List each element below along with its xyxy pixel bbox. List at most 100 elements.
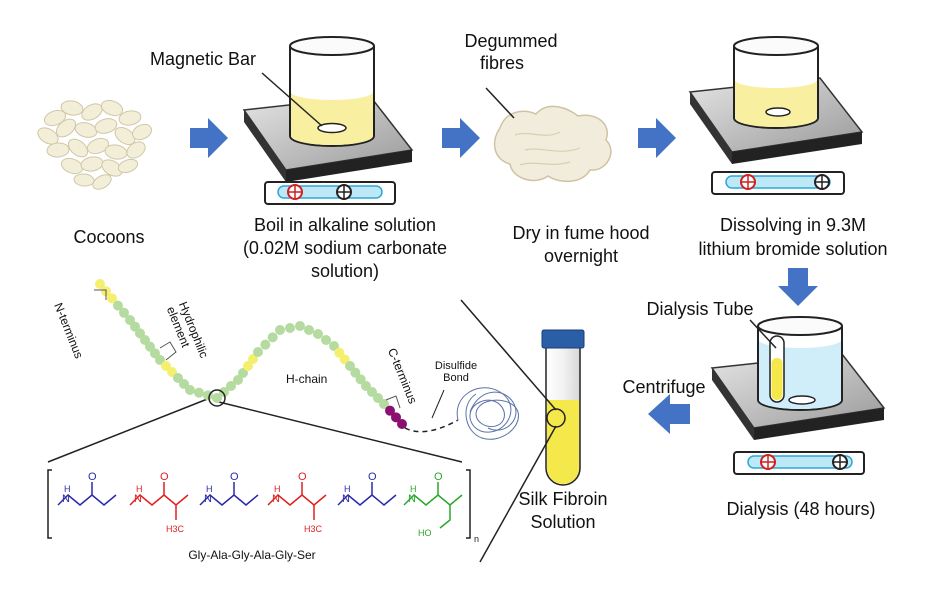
stirrer-3 [710, 316, 886, 475]
ala-residue-1-backbone [129, 493, 189, 506]
chain-bead [253, 347, 263, 357]
fibres-pointer [485, 87, 515, 119]
chain-bead [379, 399, 389, 409]
ala-residue-2-amide-n: N [272, 493, 280, 505]
disulfide-label-2: Bond [443, 372, 469, 384]
gly-residue-3-oxygen: O [368, 471, 377, 483]
chain-bead [233, 375, 243, 385]
chain-bead [295, 321, 305, 331]
ser-residue-amide-h: H [410, 484, 417, 494]
gly-residue-3-amide-n: N [342, 493, 350, 505]
ser-residue-backbone [403, 493, 463, 506]
silk-fibroin-label-2: Solution [530, 512, 596, 532]
ala-residue-1-amide-n: N [134, 493, 142, 505]
disulfide-pointer [431, 389, 445, 419]
chain-bead [329, 341, 339, 351]
ser-residue-side-chain [439, 505, 451, 529]
chain-bead [219, 387, 229, 397]
chain-bead [304, 325, 314, 335]
chain-bead [119, 307, 129, 318]
arrow-right-2 [442, 118, 480, 158]
gly-residue-2-oxygen: O [230, 471, 239, 483]
ser-residue-oxygen: O [434, 471, 443, 483]
dialysis-tube-pointer [749, 319, 777, 349]
chain-bead [267, 332, 278, 343]
dialysis-tube-label: Dialysis Tube [646, 299, 754, 319]
ala-residue-2-oxygen: O [298, 471, 307, 483]
h-chain-label: H-chain [286, 372, 328, 386]
chain-bead [185, 385, 195, 395]
ala-residue-1-oxygen: O [160, 471, 169, 483]
ala-residue-2-backbone [267, 493, 327, 506]
chain-bead [113, 300, 123, 311]
arrow-right-3 [638, 118, 676, 158]
chain-bead [107, 293, 117, 304]
centrifuge-label: Centrifuge [622, 377, 706, 397]
stirrer-1 [242, 36, 414, 205]
gly-residue-1-amide-n: N [62, 493, 70, 505]
cocoons-image [37, 99, 153, 190]
silk-chain [95, 279, 407, 429]
light-chain-coil [456, 387, 519, 440]
chain-zoom-circle [208, 389, 226, 407]
chain-bead [334, 347, 345, 358]
chain-bead [194, 387, 204, 398]
chain-bead [238, 368, 248, 378]
chain-bead [385, 405, 395, 416]
sequence-label: Gly-Ala-Gly-Ala-Gly-Ser [188, 548, 316, 562]
chain-bead [285, 323, 295, 333]
gly-residue-2-backbone [199, 493, 259, 506]
boil-label-2: (0.02M sodium carbonate [242, 238, 448, 258]
arrow-left [648, 394, 690, 434]
chain-bead [321, 335, 331, 345]
stirrer-2 [688, 36, 864, 195]
cocoons-label: Cocoons [73, 227, 145, 247]
gly-residue-3-backbone [337, 493, 397, 506]
gly-residue-3-amide-h: H [344, 484, 351, 494]
degummed-fibres-label-2: fibres [479, 53, 524, 73]
chain-bead [275, 325, 285, 335]
degummed-fibres-label-1: Degummed [464, 31, 558, 51]
gly-residue-1-oxygen: O [88, 471, 97, 483]
chain-bead [391, 412, 401, 423]
silk-fibroin-label-1: Silk Fibroin [518, 489, 608, 509]
ala-residue-2-methyl: H3C [304, 524, 323, 534]
boil-label-3: solution) [310, 261, 380, 281]
ala-residue-1-methyl: H3C [166, 524, 185, 534]
chain-bead [397, 419, 407, 429]
ser-residue-hydroxyl: HO [418, 528, 432, 538]
chain-bead [260, 339, 271, 350]
gly-residue-1-amide-h: H [64, 484, 71, 494]
arrows [190, 118, 818, 434]
magnetic-bar-pointer [261, 72, 323, 127]
ala-residue-2-amide-h: H [274, 484, 281, 494]
zoom-lines [47, 299, 557, 563]
degummed-fibres-image [493, 105, 612, 183]
magnetic-bar-label: Magnetic Bar [150, 49, 257, 69]
chain-bead [339, 354, 350, 365]
repeat-subscript: n [474, 534, 479, 544]
arrow-right-1 [190, 118, 228, 158]
chain-bead [243, 361, 253, 371]
gly-residue-1-backbone [57, 493, 117, 506]
gly-residue-2-amide-h: H [206, 484, 213, 494]
dry-label-1: Dry in fume hood [512, 223, 650, 243]
dissolve-label-2: lithium bromide solution [698, 239, 888, 259]
boil-label-1: Boil in alkaline solution [253, 215, 437, 235]
arrow-down [778, 268, 818, 306]
chain-bead [248, 354, 258, 364]
ala-residue-1-amide-h: H [136, 484, 143, 494]
dialysis-label: Dialysis (48 hours) [726, 499, 876, 519]
chain-bead [350, 367, 361, 378]
ser-residue-amide-n: N [408, 493, 416, 505]
chain-bead [345, 361, 355, 371]
chain-bead [226, 381, 236, 391]
disulfide-label-1: Disulfide [434, 360, 478, 372]
chain-bead [212, 393, 222, 403]
gly-residue-2-amide-n: N [204, 493, 212, 505]
dissolve-label-1: Dissolving in 9.3M [719, 215, 867, 235]
disulfide-bond-line [404, 419, 459, 433]
test-tube [541, 329, 585, 486]
